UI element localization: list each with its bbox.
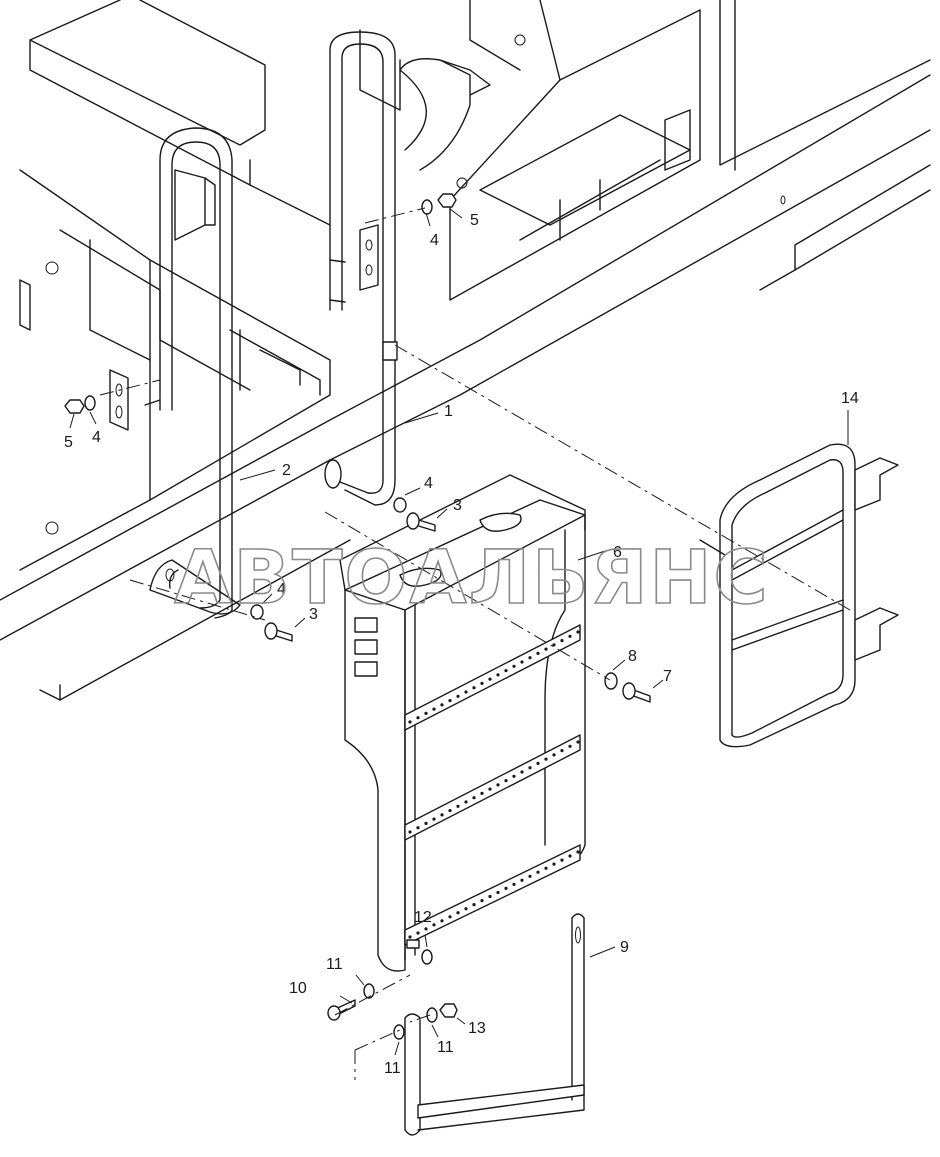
- perforation-dot: [456, 911, 460, 915]
- perforation-dot: [488, 787, 492, 791]
- perforation-dot: [464, 690, 468, 694]
- perforation-dot: [568, 854, 572, 858]
- perforation-dot: [448, 809, 452, 813]
- assembly-lines: [99, 207, 851, 1080]
- leader-lines: [69, 208, 849, 1056]
- perforation-dot: [528, 766, 532, 770]
- perforation-dot: [504, 779, 508, 783]
- callout-2: 2: [282, 462, 291, 479]
- perforation-dot: [568, 744, 572, 748]
- perforation-dot: [432, 817, 436, 821]
- perforation-dot: [576, 850, 580, 854]
- callout-3: 3: [453, 497, 462, 514]
- perforation-dot: [448, 699, 452, 703]
- perforation-dot: [568, 634, 572, 638]
- perforation-dot: [528, 656, 532, 660]
- perforation-dot: [432, 923, 436, 927]
- perforation-dot: [480, 681, 484, 686]
- perforation-dot: [472, 796, 476, 800]
- perforation-dot: [512, 664, 516, 668]
- perforation-dot: [520, 878, 524, 882]
- side-guard: [699, 443, 899, 748]
- perforation-dot: [576, 630, 580, 634]
- perforation-dot: [536, 651, 540, 656]
- callout-5: 5: [64, 434, 73, 451]
- perforation-dot: [496, 890, 500, 895]
- callout-14: 14: [841, 390, 859, 407]
- callout-6: 6: [613, 544, 622, 561]
- perforation-dot: [512, 882, 516, 887]
- perforation-dot: [440, 703, 444, 707]
- callout-11: 11: [437, 1039, 454, 1056]
- perforation-dot: [504, 886, 508, 891]
- callout-13: 13: [468, 1020, 486, 1037]
- handrail-left: [109, 127, 241, 619]
- callout-4: 4: [92, 429, 101, 446]
- perforation-dot: [416, 931, 420, 935]
- perforation-dot: [456, 804, 460, 808]
- perforation-dot: [416, 826, 420, 830]
- perforation-dot: [544, 757, 548, 761]
- perforation-dot: [488, 894, 492, 899]
- perforation-dot: [544, 866, 548, 870]
- lower-step: [404, 913, 585, 1136]
- callout-7: 7: [663, 668, 672, 685]
- perforation-dot: [408, 720, 412, 724]
- perforation-dot: [456, 694, 460, 698]
- perforation-dot: [464, 800, 468, 804]
- callout-1: 1: [444, 403, 453, 420]
- callout-8: 8: [628, 648, 637, 665]
- callout-5: 5: [470, 212, 479, 229]
- perforation-dot: [440, 813, 444, 817]
- perforation-dot: [416, 716, 420, 720]
- callout-4: 4: [430, 232, 439, 249]
- perforation-dot: [424, 927, 428, 931]
- callout-10: 10: [289, 980, 307, 997]
- perforation-dot: [480, 791, 484, 796]
- perforation-dot: [552, 753, 556, 757]
- perforation-dot: [536, 761, 540, 766]
- perforation-dot: [448, 915, 452, 919]
- handrail-right: [324, 31, 491, 506]
- perforation-dot: [424, 821, 428, 826]
- perforation-dot: [432, 707, 436, 711]
- perforation-dot: [552, 862, 556, 866]
- perforation-dot: [520, 770, 524, 774]
- perforation-dot: [552, 643, 556, 647]
- perforation-dot: [440, 919, 444, 923]
- perforation-dot: [528, 874, 532, 878]
- callout-3: 3: [309, 606, 318, 623]
- callout-9: 9: [620, 939, 629, 956]
- perforation-dot: [496, 673, 500, 677]
- callout-4: 4: [424, 475, 433, 492]
- perforation-dot: [560, 858, 564, 862]
- perforation-dot: [480, 899, 484, 903]
- perforation-dot: [408, 935, 412, 939]
- callouts: 1 2 3 3 4 4 4 4 5 5 6 7 8 9 10 11 11 11 …: [64, 212, 859, 1077]
- perforation-dot: [560, 639, 564, 643]
- ladder-frame: [339, 474, 586, 972]
- perforation-dot: [560, 749, 564, 753]
- perforation-dot: [472, 686, 476, 690]
- callout-11: 11: [326, 956, 343, 973]
- fasteners: [64, 193, 651, 1040]
- perforation-dot: [520, 660, 524, 664]
- callout-11: 11: [384, 1060, 401, 1077]
- perforation-dot: [544, 647, 548, 651]
- perforation-dot: [424, 711, 428, 716]
- callout-12: 12: [414, 909, 432, 926]
- perforation-dot: [408, 830, 412, 834]
- perforation-dot: [496, 783, 500, 787]
- perforation-dot: [576, 740, 580, 744]
- callout-4: 4: [277, 581, 286, 598]
- perforation-dot: [512, 774, 516, 778]
- perforation-dot: [488, 677, 492, 681]
- perforation-dot: [464, 907, 468, 911]
- perforation-dot: [504, 669, 508, 673]
- perforation-dot: [536, 870, 540, 874]
- perforation-dot: [472, 903, 476, 907]
- watermark-text: АВТОАЛЬЯНС: [174, 535, 769, 621]
